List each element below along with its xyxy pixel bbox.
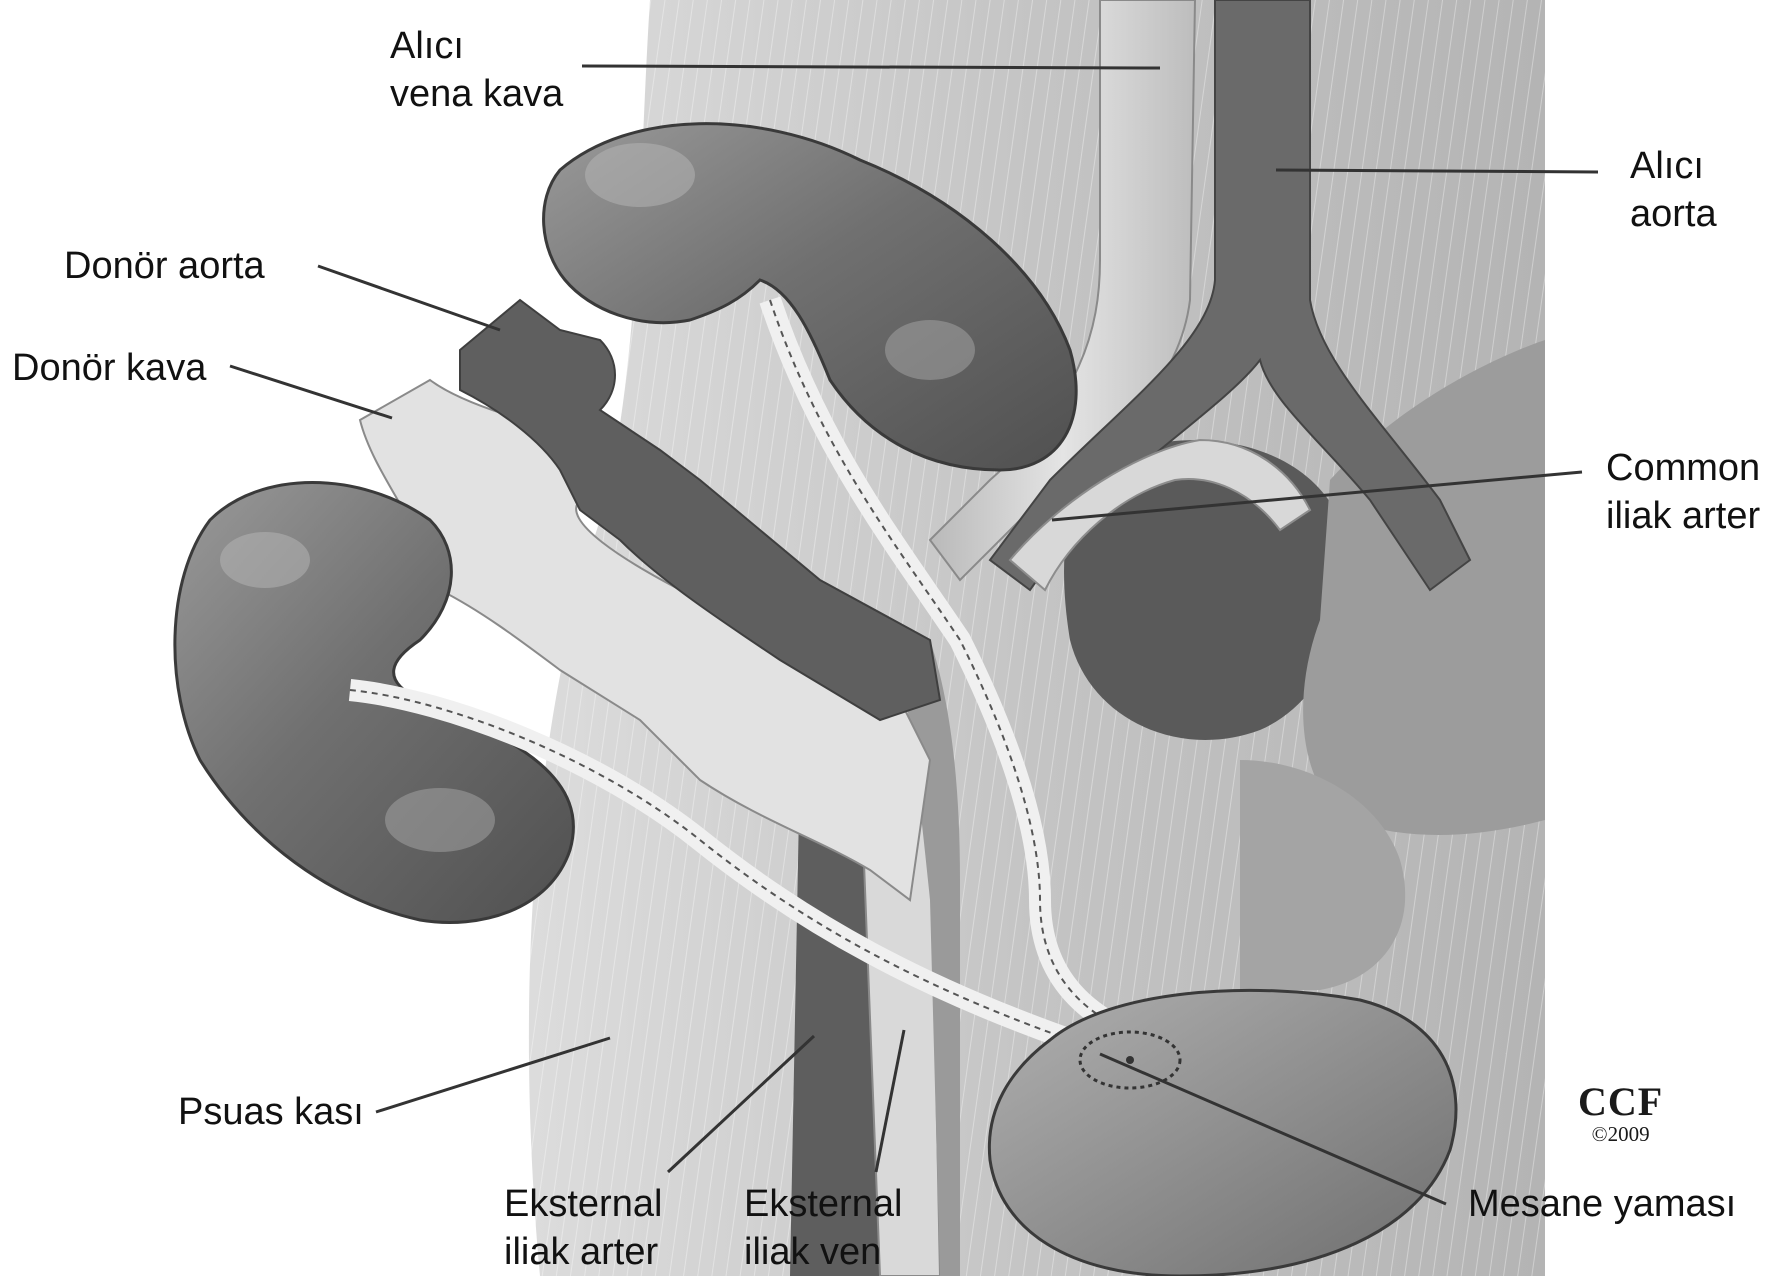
label-alici-aorta: Alıcı aorta — [1630, 142, 1717, 238]
leader-donor-aorta — [318, 266, 500, 330]
label-alici-vena-kava: Alıcı vena kava — [390, 22, 563, 118]
label-eksternal-iliak-ven: Eksternal iliak ven — [744, 1180, 902, 1276]
label-donor-kava: Donör kava — [12, 344, 206, 392]
ccf-year: ©2009 — [1578, 1124, 1663, 1145]
ccf-mark: CCF — [1578, 1082, 1663, 1122]
label-psuas-kasi: Psuas kası — [178, 1088, 364, 1136]
label-eksternal-iliak-arter: Eksternal iliak arter — [504, 1180, 662, 1276]
label-common-iliak-arter: Common iliak arter — [1606, 444, 1760, 540]
leader-alici-vena-kava — [582, 66, 1160, 68]
leader-alici-aorta — [1276, 170, 1598, 172]
leader-donor-kava — [230, 366, 392, 418]
label-donor-aorta: Donör aorta — [64, 242, 265, 290]
ccf-copyright-mark: CCF ©2009 — [1578, 1082, 1663, 1145]
label-mesane-yamasi: Mesane yaması — [1468, 1180, 1736, 1228]
